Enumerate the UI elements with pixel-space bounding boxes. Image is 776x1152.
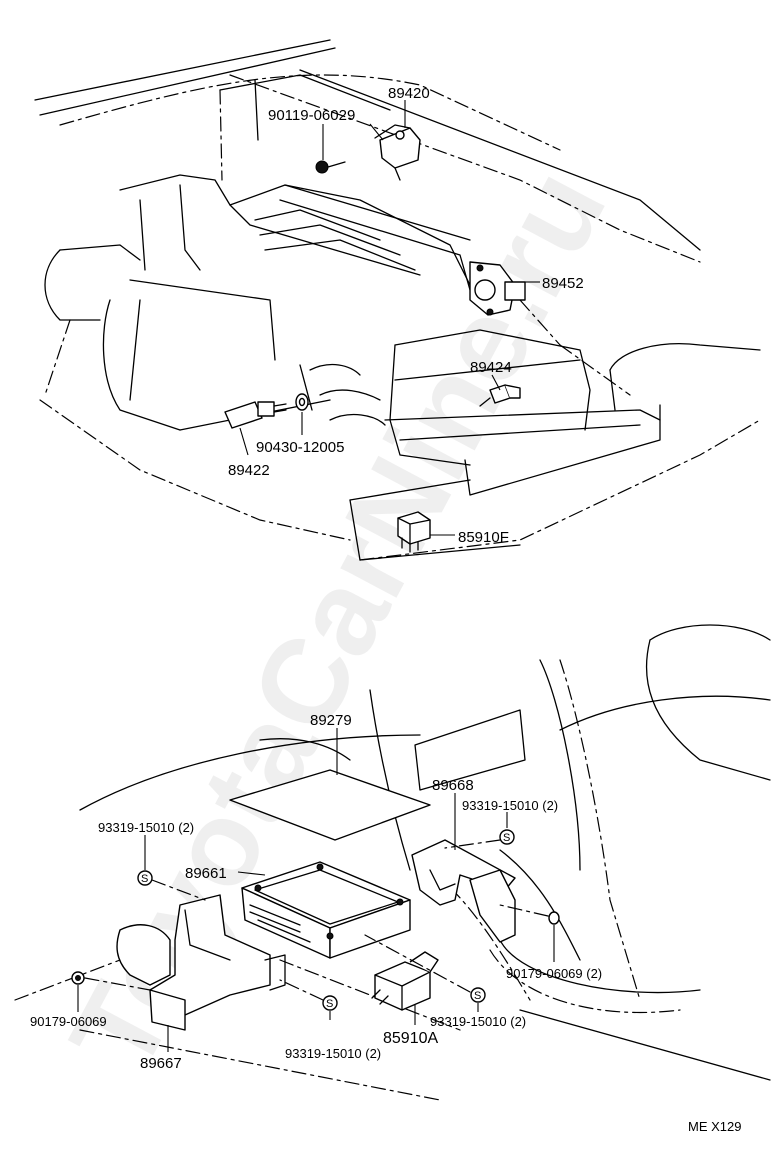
label-90430-12005: 90430-12005: [256, 439, 344, 456]
part-89667-bracket: [116, 894, 286, 1031]
screw-symbol-lower-right: S: [470, 987, 486, 1003]
label-93319-upper-right: 93319-15010 (2): [462, 798, 558, 813]
assembly-line-right-clip: [499, 904, 549, 917]
label-89667: 89667: [140, 1055, 182, 1072]
screw-symbol-upper-right: S: [499, 829, 515, 845]
part-89661-ecu: [241, 861, 411, 959]
label-89661: 89661: [185, 865, 227, 882]
assembly-line-left-clip: [84, 977, 151, 991]
label-93319-lower-right: 93319-15010 (2): [430, 1014, 526, 1029]
part-89452-sensor: [469, 261, 526, 316]
part-89424-sensor: [479, 384, 521, 407]
svg-text:S: S: [474, 990, 481, 1002]
leader-89661: [237, 871, 266, 876]
svg-text:S: S: [503, 832, 510, 844]
label-85910A: 85910A: [383, 1030, 438, 1047]
screw-symbol-bottom: S: [322, 995, 338, 1011]
part-85910A-relay: [371, 951, 439, 1011]
label-90119-06029: 90119-06029: [268, 107, 355, 124]
assembly-line-bottom-screw: [279, 979, 324, 1001]
part-90119-bolt: [315, 160, 346, 174]
interior-outline: [14, 624, 771, 1101]
screw-symbol-left: S: [137, 870, 153, 886]
part-89668-bracket: [411, 839, 516, 943]
svg-text:S: S: [326, 998, 333, 1010]
figure-code: ME X129: [688, 1119, 741, 1134]
part-90430-gasket: [295, 393, 309, 411]
label-89422: 89422: [228, 462, 270, 479]
part-89279-cover: [229, 769, 431, 841]
label-85910F: 85910F: [458, 529, 509, 546]
label-93319-bottom: 93319-15010 (2): [285, 1046, 381, 1061]
label-89420: 89420: [388, 85, 430, 102]
label-93319-left: 93319-15010 (2): [98, 820, 194, 835]
part-89422-sensor: [224, 401, 287, 429]
assembly-line-lower-right-screw: [364, 934, 471, 993]
label-90179-right: 90179-06069 (2): [506, 966, 602, 981]
label-89668: 89668: [432, 777, 474, 794]
leader-90119-extra: [369, 123, 384, 141]
part-89420-sensor: [374, 124, 421, 181]
engine-bay-outline: [34, 39, 761, 561]
label-90179-left: 90179-06069: [30, 1014, 107, 1029]
part-90179-clip-right: [548, 911, 560, 925]
label-89424: 89424: [470, 359, 512, 376]
svg-text:S: S: [141, 873, 148, 885]
leader-89424: [491, 374, 501, 391]
assembly-line-left-screw: [151, 879, 206, 901]
part-90179-clip-left: [71, 971, 85, 985]
assembly-line-right-screw: [444, 839, 501, 849]
label-89452: 89452: [542, 275, 584, 292]
label-89279: 89279: [310, 712, 352, 729]
part-85910F-relay: [397, 511, 431, 553]
leader-89422: [239, 427, 249, 456]
